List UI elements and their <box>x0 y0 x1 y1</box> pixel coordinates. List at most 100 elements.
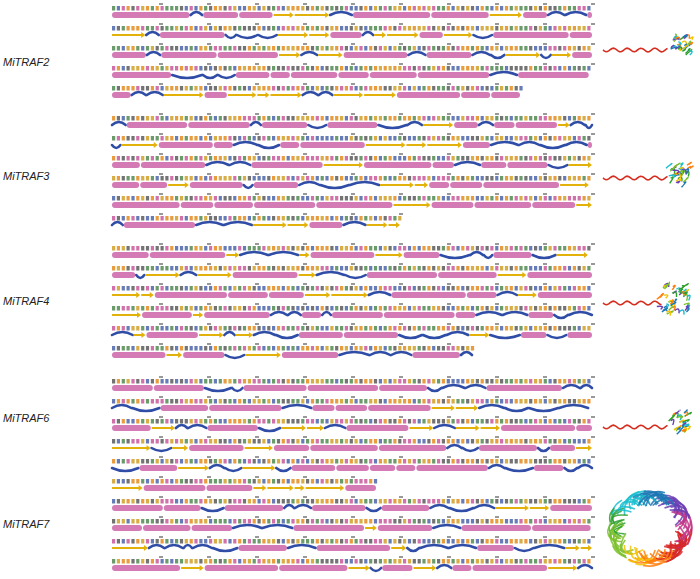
strand-arrow <box>112 314 138 316</box>
residue-letter-mark <box>316 86 319 91</box>
residue-letter-mark <box>519 266 522 271</box>
residue-letter-mark <box>122 176 125 181</box>
residue-letter-mark <box>146 286 149 291</box>
residue-letter-mark <box>190 136 193 141</box>
residue-letter-mark <box>549 136 552 141</box>
residue-letter-mark <box>219 6 222 11</box>
residue-letter-mark <box>204 6 207 11</box>
residue-letter-mark <box>471 86 474 91</box>
residue-letter-mark <box>369 156 372 161</box>
residue-letter-mark <box>287 246 290 251</box>
residue-letter-mark <box>422 6 425 11</box>
residue-letter-mark <box>544 266 547 271</box>
position-tick <box>255 3 259 5</box>
position-tick <box>159 263 163 265</box>
residue-letter-mark <box>393 156 396 161</box>
residue-letter-mark <box>146 26 149 31</box>
residue-letter-mark <box>224 136 227 141</box>
residue-letter-mark <box>364 156 367 161</box>
residue-letter-mark <box>384 86 387 91</box>
residue-letter-mark <box>495 306 498 311</box>
residue-letter-mark <box>442 116 445 121</box>
residue-letter-mark <box>127 246 130 251</box>
residue-letter-mark <box>146 136 149 141</box>
residue-letter-mark <box>291 66 294 71</box>
helix-bar <box>570 32 592 38</box>
residue-letter-mark <box>321 216 324 221</box>
position-tick <box>207 243 211 245</box>
strand-arrowhead <box>383 222 387 228</box>
residue-letter-mark <box>311 6 314 11</box>
residue-letter-mark <box>190 306 193 311</box>
helix-bar <box>112 52 146 58</box>
residue-letter-mark <box>228 86 231 91</box>
position-tick <box>399 83 403 85</box>
residue-letter-mark <box>112 46 115 51</box>
coil-arc <box>586 125 592 128</box>
residue-letter-mark <box>311 306 314 311</box>
residue-letter-mark <box>112 156 115 161</box>
residue-letter-mark <box>573 6 576 11</box>
position-tick <box>255 23 259 25</box>
position-tick <box>447 323 451 325</box>
residue-letter-mark <box>549 306 552 311</box>
residue-letter-mark <box>510 116 513 121</box>
position-tick <box>351 283 355 285</box>
residue-letter-mark <box>456 306 459 311</box>
residue-letter-mark <box>219 86 222 91</box>
residue-letter-mark <box>258 156 261 161</box>
residue-letter-mark <box>165 66 168 71</box>
position-tick <box>399 213 403 215</box>
residue-letter-mark <box>587 286 590 291</box>
residue-letter-mark <box>233 156 236 161</box>
residue-letter-mark <box>253 306 256 311</box>
residue-letter-mark <box>466 26 469 31</box>
residue-letter-mark <box>553 246 556 251</box>
residue-letter-mark <box>325 216 328 221</box>
residue-letter-mark <box>369 136 372 141</box>
residue-letter-mark <box>350 286 353 291</box>
strand-arrowhead <box>136 292 140 298</box>
residue-letter-mark <box>136 286 139 291</box>
residue-letter-mark <box>374 306 377 311</box>
residue-letter-mark <box>243 46 246 51</box>
residue-letter-mark <box>204 196 207 201</box>
residue-letter-mark <box>476 176 479 181</box>
residue-letter-mark <box>519 66 522 71</box>
residue-letter-mark <box>170 176 173 181</box>
residue-letter-mark <box>524 286 527 291</box>
helix-bar <box>302 312 321 318</box>
helix-bar <box>269 292 304 298</box>
residue-letter-mark <box>364 326 367 331</box>
residue-letter-mark <box>146 46 149 51</box>
residue-letter-mark <box>384 116 387 121</box>
residue-letter-mark <box>204 306 207 311</box>
residue-letter-mark <box>490 26 493 31</box>
coil-arc <box>112 145 120 148</box>
residue-letter-mark <box>364 46 367 51</box>
helix-bar <box>364 162 432 168</box>
residue-letter-mark <box>291 6 294 11</box>
residue-letter-mark <box>447 306 450 311</box>
residue-letter-mark <box>486 6 489 11</box>
residue-letter-mark <box>185 326 188 331</box>
residue-letter-mark <box>321 66 324 71</box>
residue-letter-mark <box>384 66 387 71</box>
residue-letter-mark <box>583 26 586 31</box>
residue-letter-mark <box>481 286 484 291</box>
residue-letter-mark <box>238 26 241 31</box>
residue-letter-mark <box>408 116 411 121</box>
helix-bar <box>150 252 226 258</box>
residue-letter-mark <box>330 286 333 291</box>
residue-letter-mark <box>335 176 338 181</box>
strand-arrowhead <box>588 162 592 168</box>
residue-letter-mark <box>248 136 251 141</box>
residue-letter-mark <box>539 156 542 161</box>
residue-letter-mark <box>340 6 343 11</box>
residue-letter-mark <box>170 286 173 291</box>
residue-letter-mark <box>524 6 527 11</box>
residue-letter-mark <box>185 136 188 141</box>
residue-letter-mark <box>490 266 493 271</box>
residue-letter-mark <box>515 246 518 251</box>
helix-bar <box>214 142 233 148</box>
